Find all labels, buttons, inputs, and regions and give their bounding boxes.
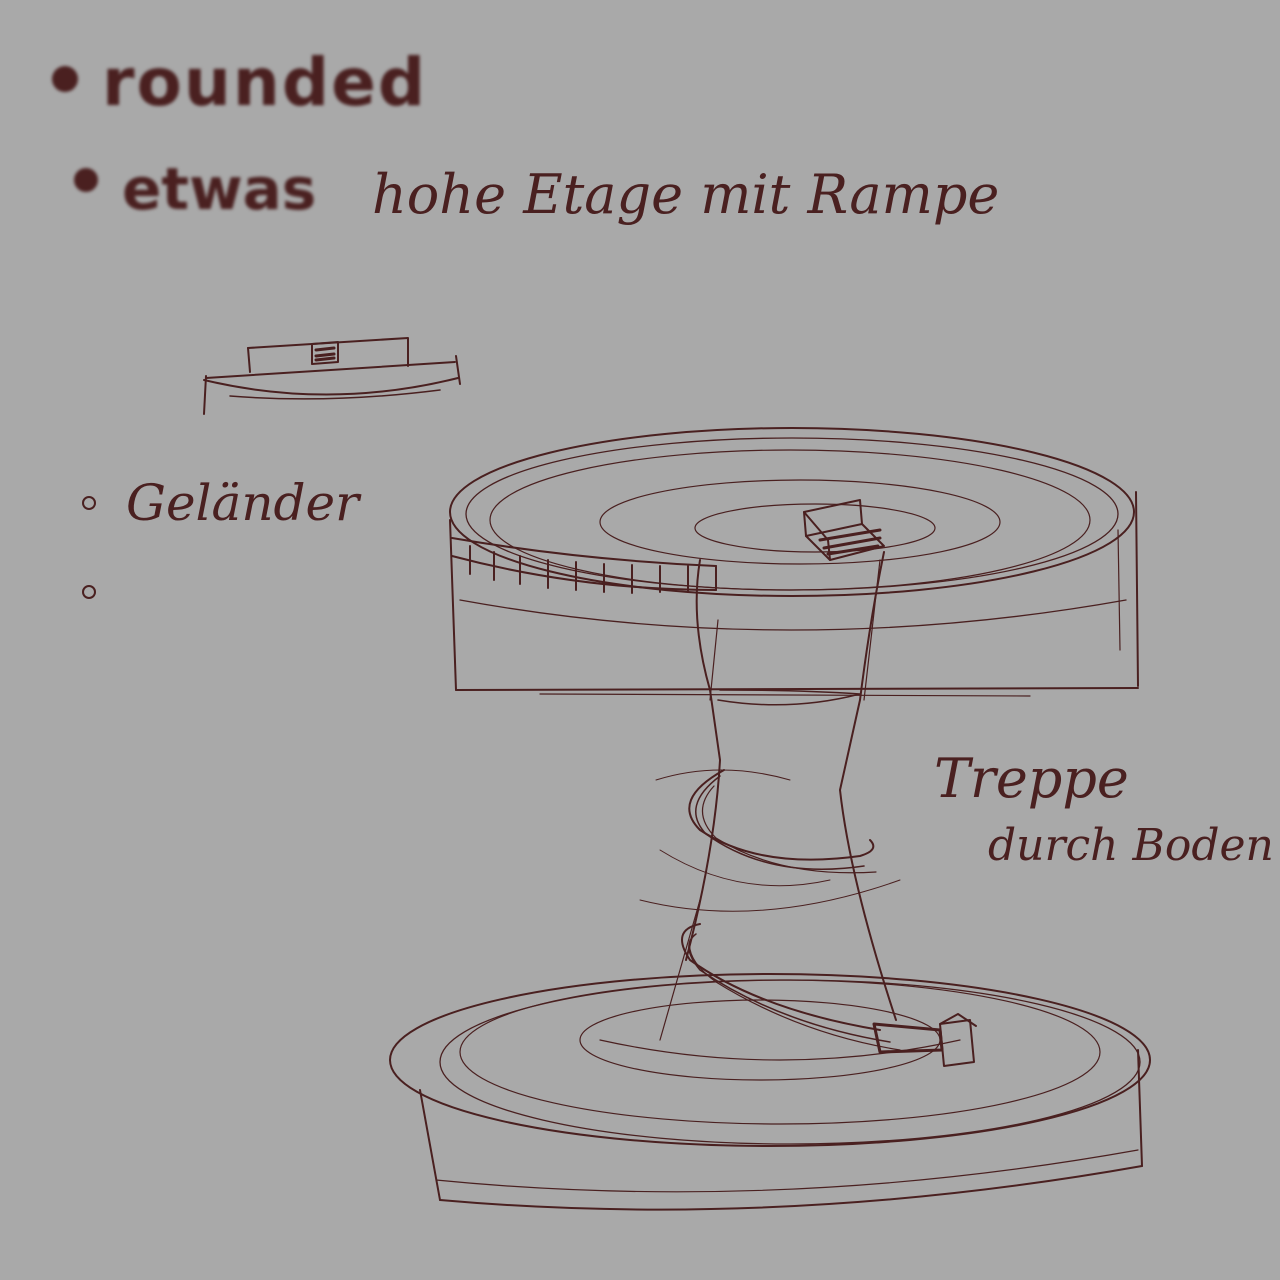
spiral-staircase	[639, 689, 977, 1067]
bullet-dot	[74, 168, 98, 192]
top-floor-box	[803, 499, 885, 561]
lower-floor	[389, 973, 1151, 1211]
label-treppe: Treppe	[934, 747, 1129, 810]
note-rounded: rounded	[102, 44, 428, 121]
upper-floor	[449, 427, 1139, 697]
bullet-circle-empty	[82, 585, 96, 599]
railing	[451, 537, 717, 594]
central-column	[659, 551, 897, 1041]
bullet-dot	[52, 66, 78, 92]
bullet-circle	[82, 496, 96, 510]
label-durch-boden: durch Boden	[988, 820, 1274, 871]
note-hohe-etage: hohe Etage mit Rampe	[372, 163, 1000, 226]
note-etwas-emphasis: etwas	[122, 155, 317, 223]
small-platform-sketch	[203, 337, 461, 415]
note-gelaender: Geländer	[126, 474, 360, 532]
